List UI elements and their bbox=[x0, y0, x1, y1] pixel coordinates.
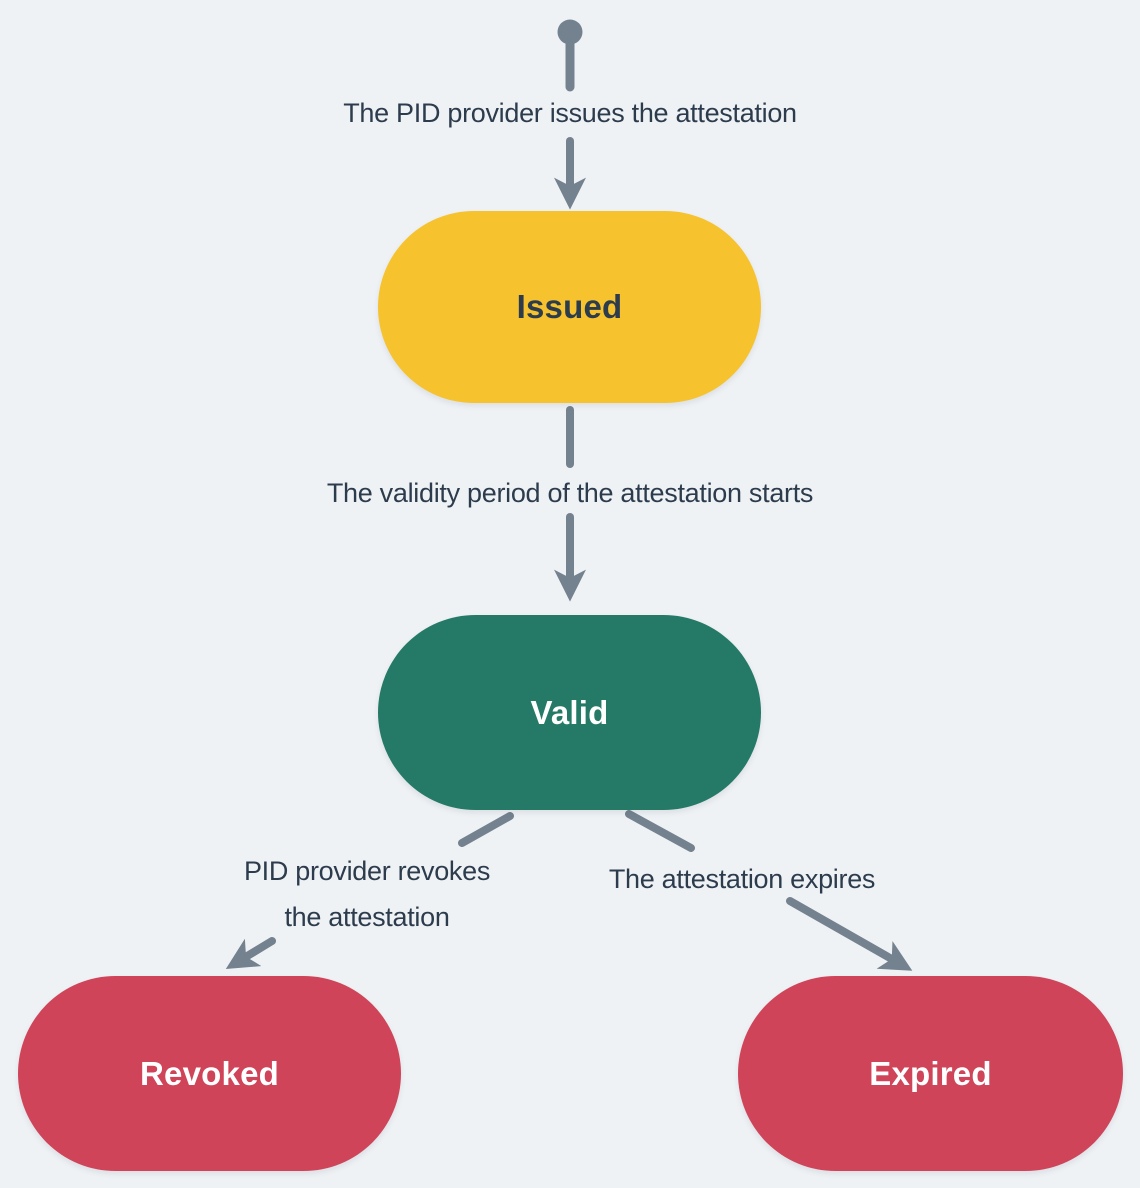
state-node-expired-label: Expired bbox=[869, 1054, 992, 1092]
edge-valid-to-revoked-upper bbox=[458, 812, 514, 847]
start-node-icon bbox=[557, 19, 583, 45]
state-node-issued-label: Issued bbox=[516, 288, 623, 325]
state-node-expired: Expired bbox=[738, 976, 1123, 1171]
state-node-revoked: Revoked bbox=[18, 976, 401, 1171]
edge-label-revoke-line1: PID provider revokes bbox=[243, 856, 491, 886]
state-node-revoked-label: Revoked bbox=[140, 1054, 279, 1092]
edge-label-validity-starts: The validity period of the attestation s… bbox=[326, 478, 814, 508]
edge-valid-to-expired-upper bbox=[625, 810, 695, 852]
state-node-valid-label: Valid bbox=[530, 693, 609, 731]
arrow-valid-to-revoked bbox=[225, 937, 276, 969]
edge-label-issue: The PID provider issues the attestation bbox=[343, 98, 797, 128]
edge-label-revoke: PID provider revokes the attestation bbox=[157, 848, 577, 940]
state-node-issued: Issued bbox=[378, 211, 761, 403]
edge-label-expire: The attestation expires bbox=[608, 864, 876, 894]
arrow-valid-to-expired bbox=[786, 897, 913, 971]
edge-label-revoke-line2: the attestation bbox=[284, 902, 450, 932]
state-node-valid: Valid bbox=[378, 615, 761, 810]
